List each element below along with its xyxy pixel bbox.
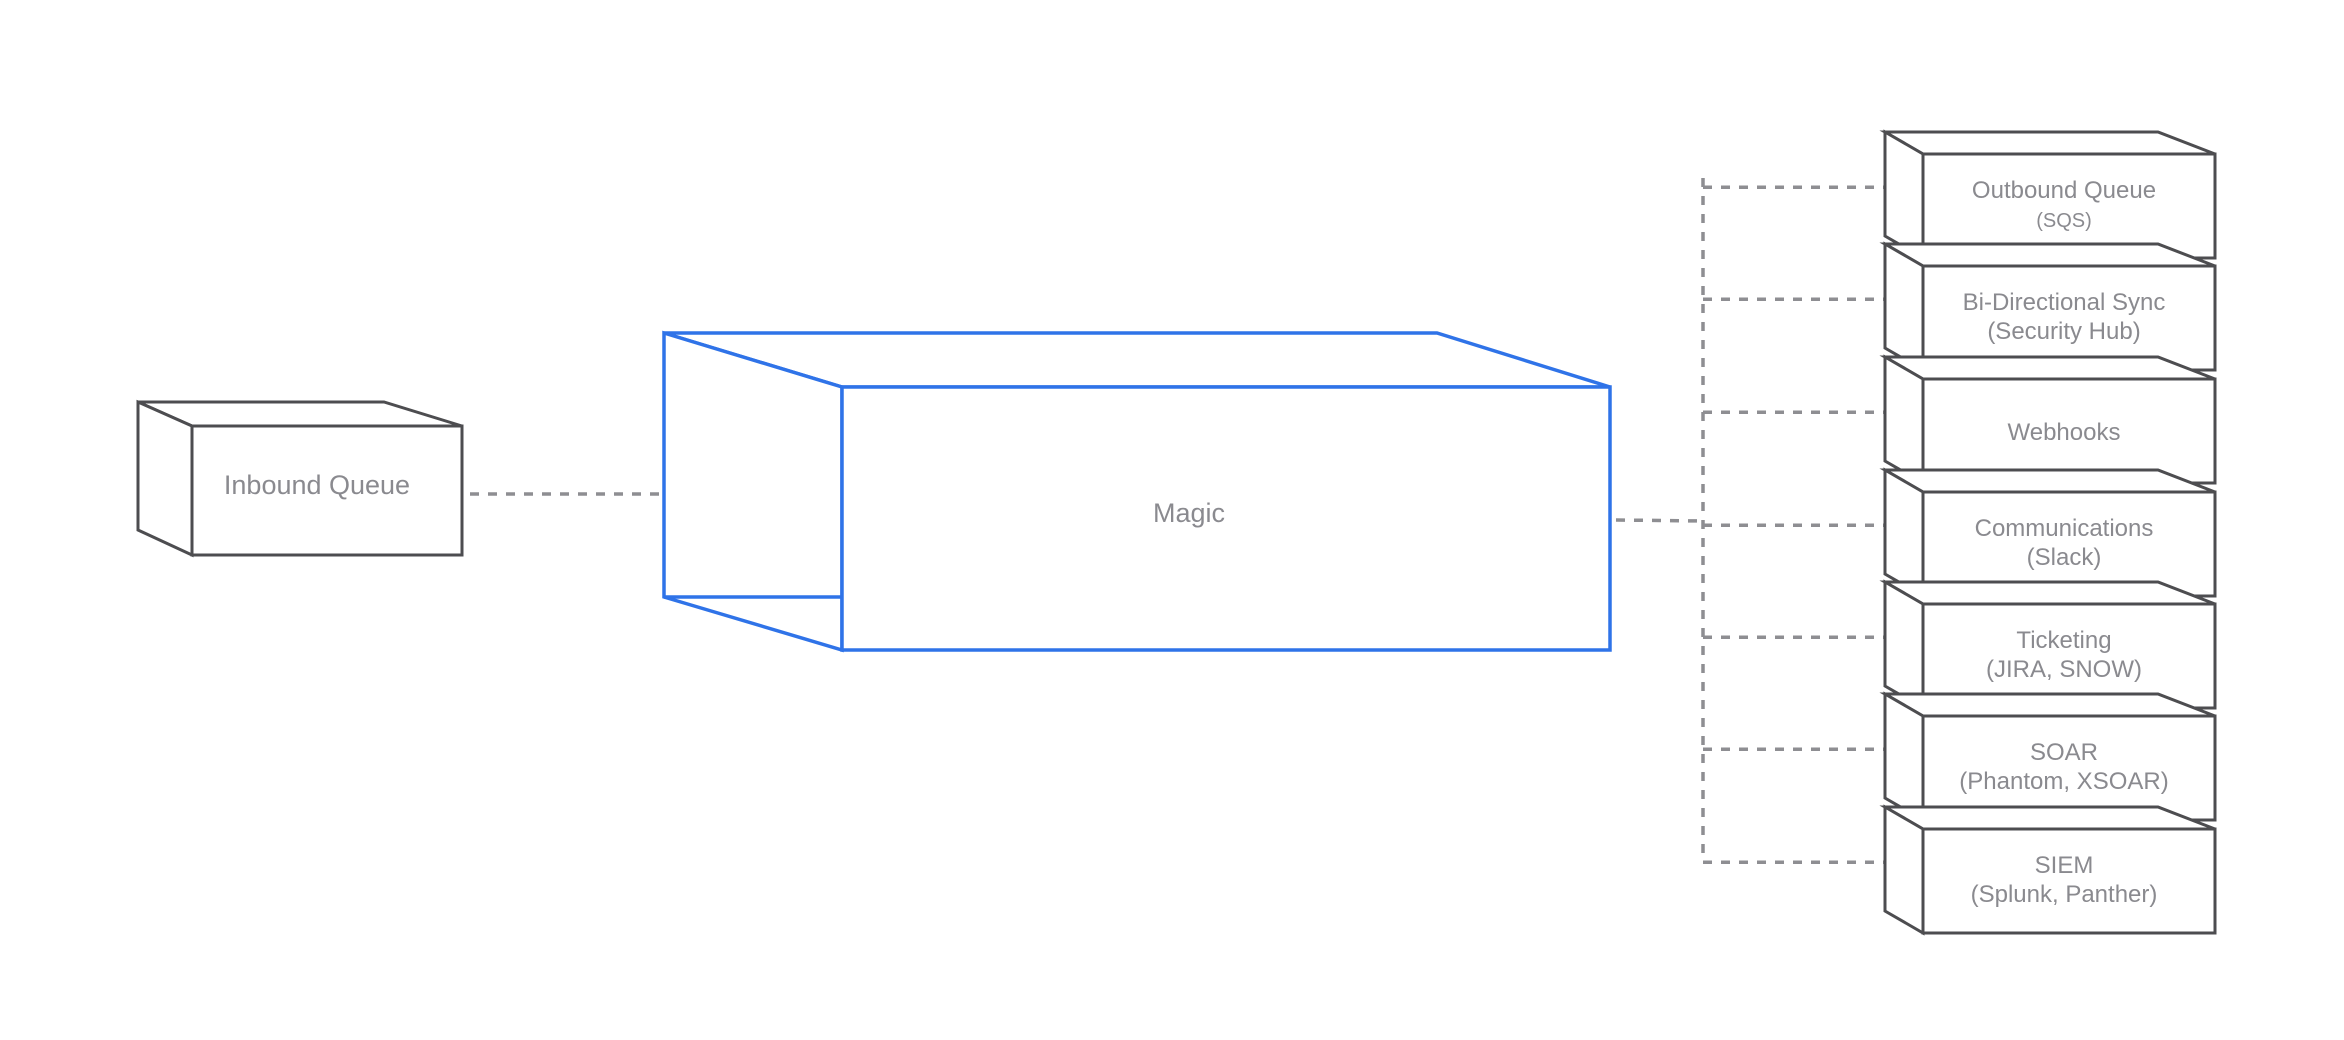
inbound-queue-side-face	[136, 399, 194, 558]
magic-processor-box: Magic	[662, 330, 1612, 653]
destination-title: Communications	[1975, 515, 2154, 542]
destination-box: SOAR(Phantom, XSOAR)	[1879, 691, 2217, 823]
destination-front-face	[1921, 152, 2217, 260]
destination-subtitle: (Security Hub)	[1987, 318, 2140, 345]
destination-box: Webhooks	[1879, 354, 2217, 486]
destination-box: Outbound Queue (SQS)	[1879, 129, 2217, 261]
destination-side-face	[1883, 241, 1925, 373]
destination-top-face	[1879, 805, 2216, 831]
fanout-connectors	[1615, 175, 1912, 875]
inbound-queue-box: Inbound Queue	[136, 399, 464, 558]
destination-box: SIEM(Splunk, Panther)	[1879, 804, 2217, 936]
destination-subtitle: (Phantom, XSOAR)	[1959, 768, 2168, 795]
destination-top-face	[1879, 468, 2216, 494]
destination-title: SOAR	[2030, 739, 2098, 766]
destination-side-face	[1883, 579, 1925, 711]
destination-box: Ticketing(JIRA, SNOW)	[1879, 579, 2217, 711]
fanout-branches	[1703, 175, 1912, 875]
destination-title: SIEM	[2035, 852, 2094, 879]
destination-subtitle: (JIRA, SNOW)	[1986, 656, 2142, 683]
destination-front-face	[1921, 490, 2217, 598]
destination-top-face	[1879, 355, 2216, 381]
destination-side-face	[1883, 129, 1925, 261]
destination-top-face	[1879, 242, 2216, 268]
inbound-queue-label: Inbound Queue	[224, 470, 410, 500]
magic-output-line	[1615, 518, 1704, 523]
destination-front-face	[1921, 827, 2217, 935]
destination-subtitle: (SQS)	[2036, 210, 2092, 232]
destination-list: Outbound Queue(SQS)Bi-Directional Sync(S…	[1879, 129, 2217, 936]
destination-title: Webhooks	[2008, 419, 2121, 446]
magic-front-face	[840, 385, 1612, 652]
destination-side-face	[1883, 467, 1925, 599]
destination-side-face	[1883, 354, 1925, 486]
destination-side-face	[1883, 804, 1925, 936]
destination-front-face	[1921, 714, 2217, 822]
destination-box: Bi-Directional Sync(Security Hub)	[1879, 241, 2217, 373]
destination-title: Bi-Directional Sync	[1963, 289, 2166, 316]
destination-subtitle: (Slack)	[2027, 544, 2102, 571]
magic-side-face	[662, 330, 844, 653]
destination-side-face	[1883, 691, 1925, 823]
inbound-queue-front-face	[190, 424, 464, 557]
destination-title: Ticketing	[2016, 627, 2111, 654]
destination-top-face	[1879, 130, 2216, 156]
destination-top-face	[1879, 692, 2216, 718]
magic-label: Magic	[1153, 498, 1225, 528]
destination-front-face	[1921, 602, 2217, 710]
destination-top-face	[1879, 580, 2216, 606]
destination-title: Outbound Queue	[1972, 177, 2156, 204]
destination-box: Communications(Slack)	[1879, 467, 2217, 599]
destination-subtitle: (Splunk, Panther)	[1971, 881, 2158, 908]
